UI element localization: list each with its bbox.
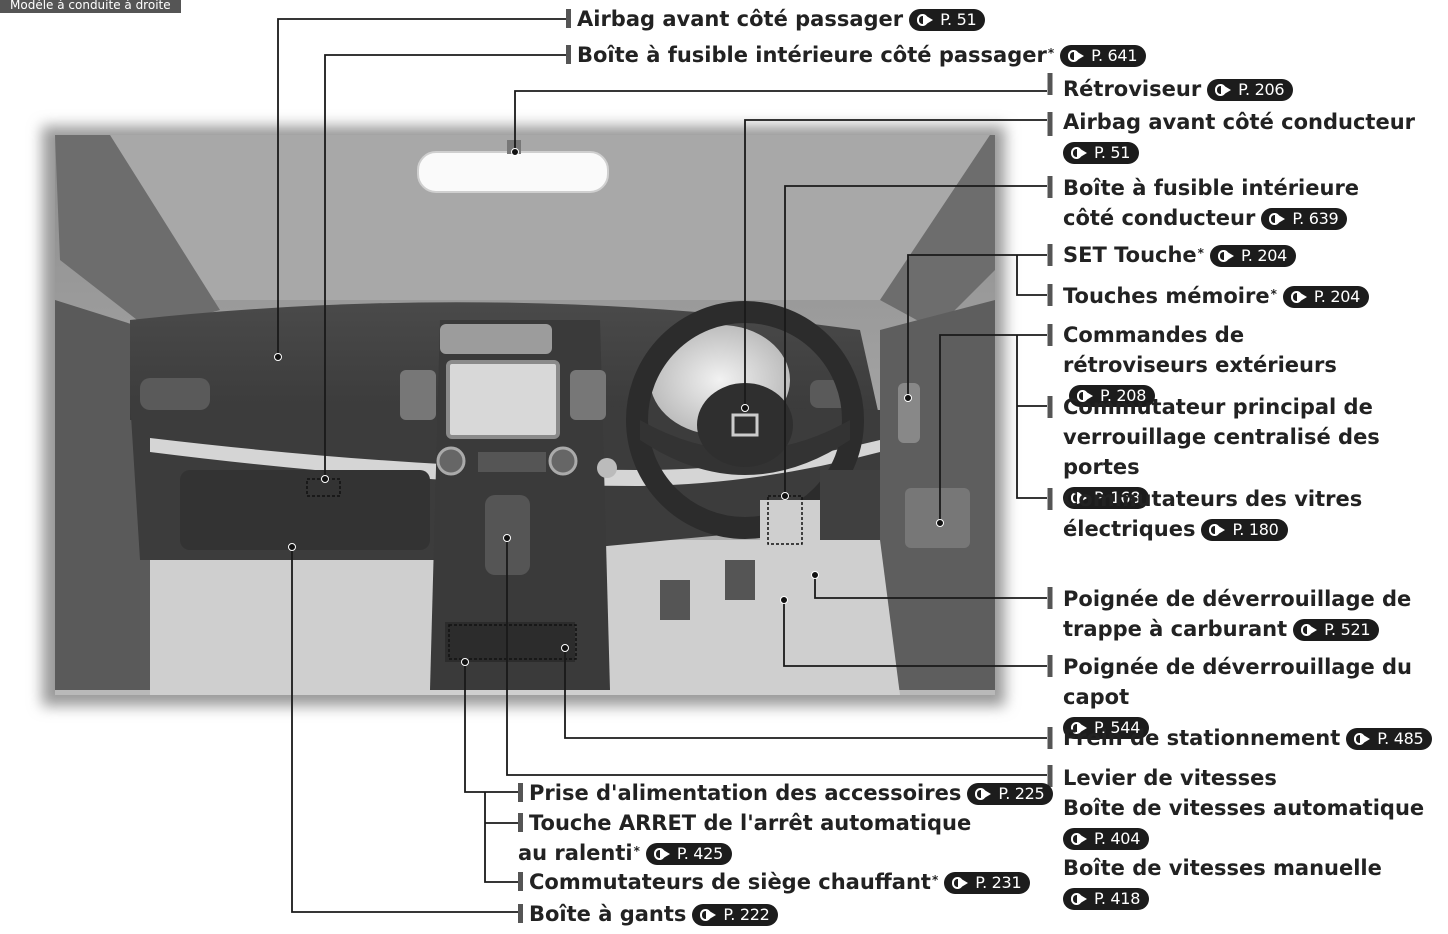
asterisk-mark: *: [1048, 46, 1054, 60]
label-text: Airbag avant côté passager: [577, 7, 903, 31]
page-ref-button[interactable]: P. 639: [1261, 208, 1347, 230]
label-text: Rétroviseur: [1063, 77, 1201, 101]
label-subtext-auto: Boîte de vitesses automatique: [1063, 796, 1424, 820]
label-text: Boîte à fusible intérieure côté passager: [577, 43, 1047, 67]
page-ref-button[interactable]: P. 222: [692, 904, 778, 926]
page-ref-button[interactable]: P. 231: [944, 872, 1030, 894]
label-text: Commutateurs de siège chauffant: [529, 870, 931, 894]
page-ref-button[interactable]: P. 51: [1063, 142, 1139, 164]
label-text: Touche ARRET de l'arrêt automatique au r…: [518, 811, 971, 865]
label-siege: Commutateurs de siège chauffant* P. 231: [518, 867, 1030, 897]
label-text: Commutateur principal de verrouillage ce…: [1063, 395, 1380, 479]
label-text: Commandes de rétroviseurs extérieurs: [1063, 323, 1337, 377]
leader-fusible-passager: [325, 55, 566, 479]
page-ref-button[interactable]: P. 418: [1063, 888, 1149, 910]
label-text: Prise d'alimentation des accessoires: [529, 781, 961, 805]
page-ref-button[interactable]: P. 404: [1063, 828, 1149, 850]
leader-airbag-passager: [278, 19, 566, 357]
page-ref-button[interactable]: P. 180: [1201, 519, 1287, 541]
label-retroviseur: Rétroviseur P. 206: [1063, 74, 1293, 104]
label-levier: Levier de vitesses Boîte de vitesses aut…: [1063, 763, 1443, 913]
label-arret: Touche ARRET de l'arrêt automatique au r…: [518, 808, 998, 868]
label-text: Boîte à gants: [529, 902, 686, 926]
page-ref-button[interactable]: P. 206: [1207, 79, 1293, 101]
asterisk-mark: *: [1198, 246, 1204, 260]
label-frein: Frein de stationnement P. 485: [1063, 723, 1432, 753]
page-ref-button[interactable]: P. 225: [967, 783, 1053, 805]
label-fusible-passager: Boîte à fusible intérieure côté passager…: [566, 40, 1146, 70]
label-text: Airbag avant côté conducteur: [1063, 110, 1415, 134]
asterisk-mark: *: [1271, 287, 1277, 301]
page-ref-button[interactable]: P. 51: [909, 9, 985, 31]
label-set-touche: SET Touche* P. 204: [1063, 240, 1296, 270]
page-ref-button[interactable]: P. 204: [1283, 286, 1369, 308]
asterisk-mark: *: [634, 844, 640, 858]
leader-retroviseur: [515, 91, 1047, 152]
label-text: SET Touche: [1063, 243, 1197, 267]
leader-console-group: [465, 662, 520, 882]
leader-trappe: [815, 575, 1047, 598]
leader-levier: [507, 538, 1047, 775]
leader-fusible-conducteur: [785, 186, 1047, 496]
page-ref-button[interactable]: P. 521: [1293, 619, 1379, 641]
label-subtext-manuelle: Boîte de vitesses manuelle: [1063, 856, 1382, 880]
label-text: Poignée de déverrouillage du capot: [1063, 655, 1412, 709]
leader-commutateurs-porte: [940, 335, 1047, 523]
leader-capot: [784, 600, 1047, 666]
label-airbag-passager: Airbag avant côté passager P. 51: [566, 4, 985, 34]
label-text: Frein de stationnement: [1063, 726, 1340, 750]
label-gants: Boîte à gants P. 222: [518, 899, 778, 929]
page-ref-button[interactable]: P. 204: [1210, 245, 1296, 267]
label-airbag-conducteur: Airbag avant côté conducteur P. 51: [1063, 107, 1423, 167]
label-prise: Prise d'alimentation des accessoires P. 2…: [518, 778, 1053, 808]
leader-set-memoire: [908, 255, 1047, 398]
label-trappe: Poignée de déverrouillage de trappe à ca…: [1063, 584, 1413, 644]
label-text: Touches mémoire: [1063, 284, 1270, 308]
page-ref-button[interactable]: P. 485: [1346, 728, 1432, 750]
label-fusible-conducteur: Boîte à fusible intérieure côté conducte…: [1063, 173, 1413, 233]
asterisk-mark: *: [932, 873, 938, 887]
page-ref-button[interactable]: P. 641: [1060, 45, 1146, 67]
label-touches-memoire: Touches mémoire* P. 204: [1063, 281, 1369, 311]
page-ref-button[interactable]: P. 425: [646, 843, 732, 865]
label-text: Levier de vitesses: [1063, 766, 1277, 790]
leader-airbag-conducteur: [745, 120, 1047, 408]
leader-frein: [565, 648, 1047, 738]
